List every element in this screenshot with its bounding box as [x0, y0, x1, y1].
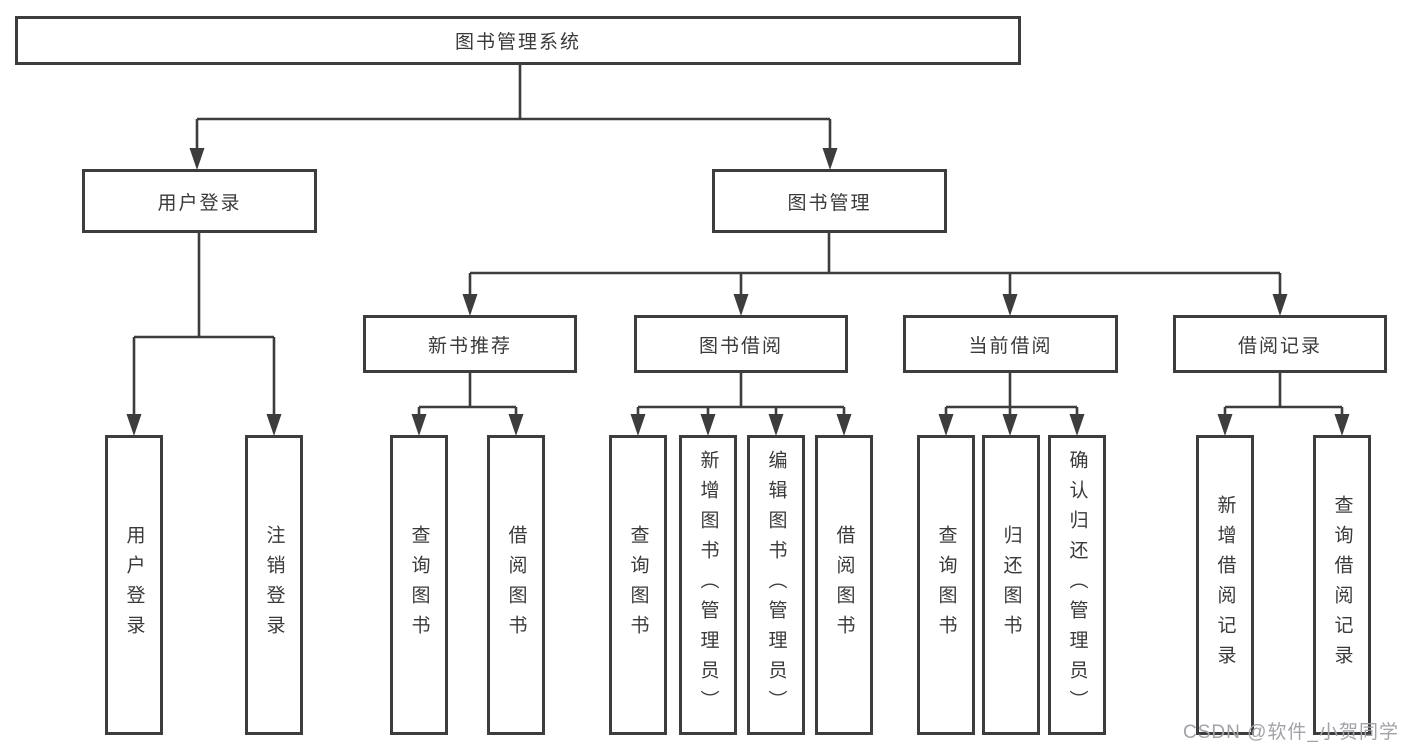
leaf-borrow-books-recommendation: 借阅图书 [487, 435, 545, 735]
node-label: 用户登录 [157, 192, 242, 214]
node-label: 借阅图书 [505, 525, 527, 645]
edges-current-borrowing [938, 373, 1085, 436]
node-label: 新书推荐 [427, 335, 512, 357]
leaf-return-books: 归还图书 [982, 435, 1040, 735]
node-label: 借阅记录 [1237, 335, 1322, 357]
node-label: 用户登录 [123, 525, 145, 645]
node-label: 注销登录 [263, 525, 285, 645]
node-label: 新增借阅记录 [1214, 495, 1236, 675]
node-label: 图书管理 [787, 192, 872, 214]
leaf-user-login: 用户登录 [105, 435, 163, 735]
leaf-confirm-return-admin: 确认归还（管理员） [1048, 435, 1106, 735]
node-book-borrowing: 图书借阅 [634, 315, 848, 373]
edges-user-login [126, 233, 282, 436]
edges-book-management [462, 233, 1288, 316]
leaf-query-books-current: 查询图书 [917, 435, 975, 735]
leaf-add-borrow-record: 新增借阅记录 [1196, 435, 1254, 735]
node-label: 查询借阅记录 [1331, 495, 1353, 675]
node-new-book-recommendation: 新书推荐 [363, 315, 577, 373]
node-book-management: 图书管理 [712, 169, 947, 233]
edges-new-book-recommendation [411, 373, 524, 436]
node-label: 编辑图书（管理员） [765, 450, 787, 720]
leaf-query-books-borrowing: 查询图书 [609, 435, 667, 735]
node-label: 借阅图书 [833, 525, 855, 645]
node-label: 图书管理系统 [454, 32, 581, 53]
edges-root [189, 65, 838, 170]
node-label: 归还图书 [1000, 525, 1022, 645]
leaf-query-borrow-record: 查询借阅记录 [1313, 435, 1371, 735]
node-borrowing-records: 借阅记录 [1173, 315, 1387, 373]
leaf-query-books-recommendation: 查询图书 [390, 435, 448, 735]
node-label: 查询图书 [408, 525, 430, 645]
leaf-add-books-admin: 新增图书（管理员） [679, 435, 737, 735]
node-label: 查询图书 [627, 525, 649, 645]
leaf-borrow-books-borrowing: 借阅图书 [815, 435, 873, 735]
leaf-logout: 注销登录 [245, 435, 303, 735]
node-user-login: 用户登录 [82, 169, 317, 233]
node-label: 新增图书（管理员） [697, 450, 719, 720]
node-book-management-system: 图书管理系统 [15, 16, 1021, 65]
node-current-borrowing: 当前借阅 [903, 315, 1118, 373]
node-label: 当前借阅 [968, 335, 1053, 357]
edges-book-borrowing [630, 373, 852, 436]
leaf-edit-books-admin: 编辑图书（管理员） [747, 435, 805, 735]
node-label: 图书借阅 [698, 335, 783, 357]
node-label: 查询图书 [935, 525, 957, 645]
csdn-watermark: CSDN @软件_小贺同学 [1183, 722, 1399, 743]
node-label: 确认归还（管理员） [1066, 450, 1088, 720]
edges-borrowing-records [1217, 373, 1350, 436]
